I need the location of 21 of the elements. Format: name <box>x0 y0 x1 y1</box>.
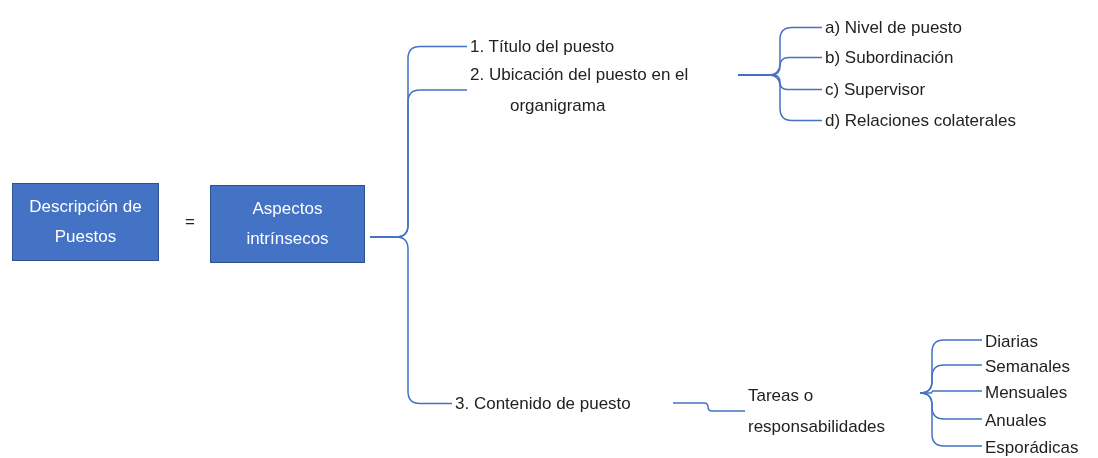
list-item: 2. Ubicación del puesto en el organigrama <box>470 59 735 121</box>
list-item: b) Subordinación <box>825 42 1085 73</box>
list-item: Esporádicas <box>985 432 1095 458</box>
list-item: a) Nivel de puesto <box>825 12 1085 43</box>
equals-sign: = <box>185 212 195 232</box>
process-box: Aspectos intrínsecos <box>210 185 365 263</box>
brace-connector <box>369 236 453 405</box>
list-item: Tareas o responsabilidades <box>748 380 923 442</box>
list-item: Mensuales <box>985 377 1095 405</box>
process-box: Descripción de Puestos <box>12 183 159 261</box>
list-item: 3. Contenido de puesto <box>455 388 670 419</box>
list-item: d) Relaciones colaterales <box>825 105 1090 136</box>
brace-connector <box>737 74 823 122</box>
brace-connector <box>672 402 746 412</box>
brace-connector <box>919 392 983 447</box>
list-item: Semanales <box>985 351 1095 379</box>
list-item: Anuales <box>985 405 1095 433</box>
list-item: c) Supervisor <box>825 74 1085 105</box>
brace-connector <box>925 390 983 394</box>
list-item: Diarias <box>985 326 1095 354</box>
list-item: 1. Título del puesto <box>470 31 735 62</box>
